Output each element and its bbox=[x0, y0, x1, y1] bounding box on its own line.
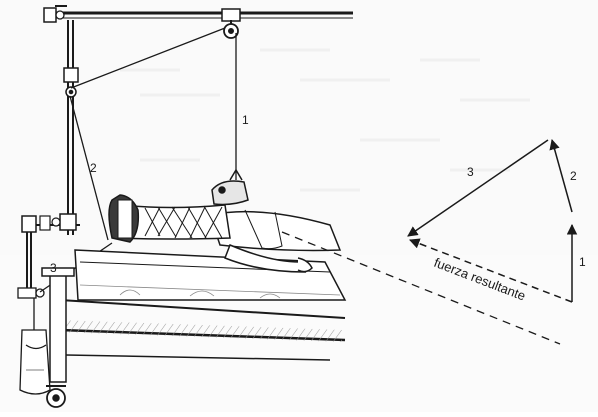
rope-label-3: 3 bbox=[50, 261, 57, 275]
vector-2-arrow bbox=[549, 138, 573, 213]
patient-leg bbox=[108, 168, 342, 273]
vector-3-arrow bbox=[407, 139, 549, 237]
force-vector-diagram bbox=[407, 138, 578, 303]
side-clamp bbox=[17, 213, 80, 299]
rope-2-diagonal bbox=[69, 95, 109, 241]
resultant-arrow bbox=[409, 238, 573, 303]
rope-label-2: 2 bbox=[90, 161, 97, 175]
vector-label-1: 1 bbox=[579, 255, 586, 269]
projection-lines bbox=[281, 231, 561, 345]
vector-label-2: 2 bbox=[570, 169, 577, 183]
overhead-frame bbox=[43, 5, 353, 23]
top-pulley bbox=[221, 8, 241, 39]
weight-bag bbox=[19, 329, 51, 395]
vector-label-3: 3 bbox=[467, 165, 474, 179]
rope-label-1: 1 bbox=[242, 113, 249, 127]
rope-from-top-pulley-to-pole bbox=[70, 27, 226, 89]
vertical-pole bbox=[63, 20, 79, 235]
